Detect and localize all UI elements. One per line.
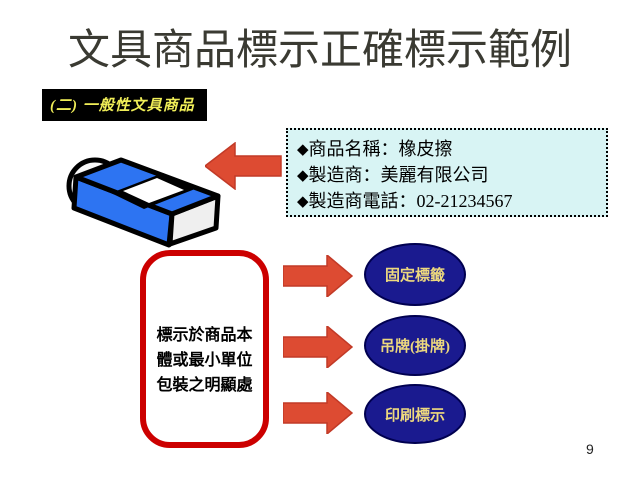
note-box: 標示於商品本 體或最小單位 包裝之明顯處: [140, 250, 269, 448]
info-line-text: 製造商電話：02-21234567: [308, 191, 513, 211]
info-line-product-name: ◆商品名稱：橡皮擦: [297, 137, 602, 163]
section-label: (二) 一般性文具商品: [42, 89, 207, 121]
arrow-right-icon: [283, 255, 353, 297]
page-title: 文具商品標示正確標示範例: [67, 28, 572, 74]
arrow-right-icon: [283, 392, 353, 434]
note-line: 包裝之明顯處: [156, 376, 253, 394]
labeling-method-hang-tag: 吊牌(掛牌): [364, 315, 466, 376]
info-line-text: 商品名稱：橡皮擦: [308, 139, 453, 159]
diamond-bullet-icon: ◆: [297, 194, 309, 210]
labeling-method-label: 固定標籤: [384, 268, 445, 284]
labeling-method-label: 印刷標示: [384, 407, 445, 424]
arrow-left-icon: [205, 142, 282, 190]
labeling-method-fixed-label: 固定標籤: [364, 243, 466, 306]
note-text: 標示於商品本 體或最小單位 包裝之明顯處: [156, 323, 252, 398]
note-line: 體或最小單位: [156, 351, 253, 369]
info-line-manufacturer: ◆製造商：美麗有限公司: [297, 163, 602, 189]
page-number: 9: [586, 441, 594, 457]
eraser-icon: [66, 157, 221, 248]
info-line-phone: ◆製造商電話：02-21234567: [297, 189, 602, 215]
diamond-bullet-icon: ◆: [297, 168, 309, 184]
arrow-right-icon: [283, 326, 353, 368]
labeling-method-label: 吊牌(掛牌): [380, 339, 450, 355]
product-label-info-box: ◆商品名稱：橡皮擦 ◆製造商：美麗有限公司 ◆製造商電話：02-21234567: [286, 128, 608, 217]
labeling-method-printed: 印刷標示: [364, 384, 466, 444]
info-line-text: 製造商：美麗有限公司: [308, 165, 489, 185]
note-line: 標示於商品本: [156, 326, 253, 344]
diamond-bullet-icon: ◆: [297, 142, 309, 158]
